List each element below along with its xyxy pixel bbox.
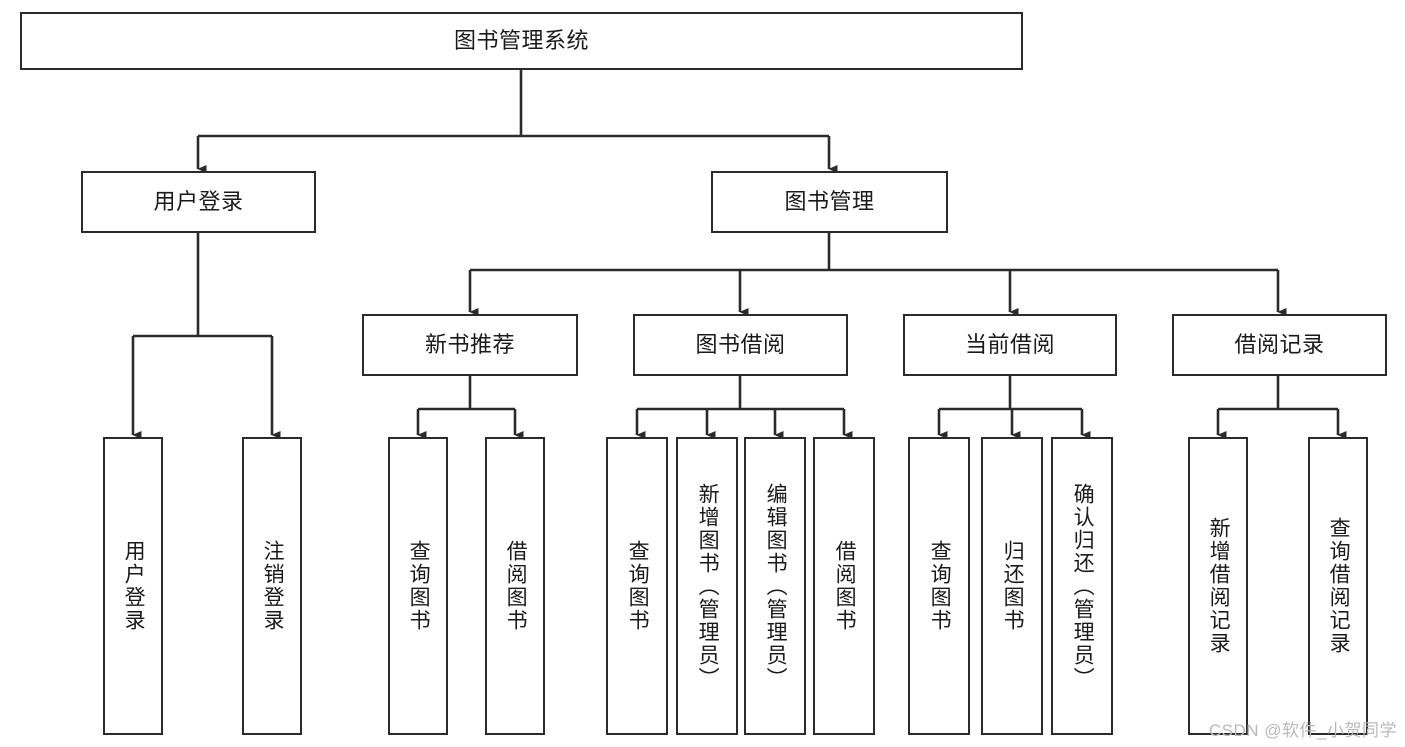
node-leaf-borrow-book-rec[interactable]: 借阅图书	[485, 437, 545, 735]
node-leaf-user-logout[interactable]: 注销登录	[242, 437, 302, 735]
node-leaf-add-borrow-record[interactable]: 新增借阅记录	[1188, 437, 1248, 735]
node-root-label: 图书管理系统	[453, 28, 589, 54]
node-leaf-query-book-borrow[interactable]: 查询图书	[606, 437, 668, 735]
node-leaf-user-logout-label: 注销登录	[261, 540, 285, 632]
node-user-login-label: 用户登录	[153, 189, 244, 215]
node-leaf-query-book-current-label: 查询图书	[928, 540, 952, 632]
node-leaf-confirm-return-admin-label: 确认归还（管理员）	[1071, 482, 1095, 690]
node-leaf-add-borrow-record-label: 新增借阅记录	[1207, 517, 1231, 655]
node-book-borrow-label: 图书借阅	[695, 332, 786, 358]
node-book-borrow[interactable]: 图书借阅	[633, 314, 848, 376]
node-leaf-user-login[interactable]: 用户登录	[103, 437, 163, 735]
node-current-borrow[interactable]: 当前借阅	[903, 314, 1117, 376]
node-leaf-borrow-book[interactable]: 借阅图书	[813, 437, 875, 735]
node-leaf-return-book-label: 归还图书	[1001, 540, 1025, 632]
node-leaf-borrow-book-rec-label: 借阅图书	[504, 540, 528, 632]
node-new-book-recommend-label: 新书推荐	[424, 332, 515, 358]
node-leaf-return-book[interactable]: 归还图书	[981, 437, 1043, 735]
node-leaf-query-book-current[interactable]: 查询图书	[908, 437, 970, 735]
node-current-borrow-label: 当前借阅	[964, 332, 1055, 358]
node-leaf-confirm-return-admin[interactable]: 确认归还（管理员）	[1051, 437, 1113, 735]
node-leaf-add-book-admin-label: 新增图书（管理员）	[696, 482, 720, 690]
node-leaf-query-book-rec-label: 查询图书	[407, 540, 431, 632]
node-leaf-query-book-borrow-label: 查询图书	[626, 540, 650, 632]
node-leaf-user-login-label: 用户登录	[122, 540, 146, 632]
node-book-manage-label: 图书管理	[784, 189, 875, 215]
node-leaf-borrow-book-label: 借阅图书	[833, 540, 857, 632]
node-new-book-recommend[interactable]: 新书推荐	[362, 314, 578, 376]
node-leaf-query-borrow-record[interactable]: 查询借阅记录	[1308, 437, 1368, 735]
csdn-watermark: CSDN @软件_小贺同学	[1208, 721, 1397, 740]
node-root[interactable]: 图书管理系统	[20, 12, 1023, 70]
node-leaf-query-borrow-record-label: 查询借阅记录	[1327, 517, 1351, 655]
node-leaf-edit-book-admin[interactable]: 编辑图书（管理员）	[744, 437, 806, 735]
node-leaf-edit-book-admin-label: 编辑图书（管理员）	[764, 482, 788, 690]
node-borrow-record-label: 借阅记录	[1234, 332, 1325, 358]
node-user-login[interactable]: 用户登录	[81, 171, 316, 233]
node-book-manage[interactable]: 图书管理	[711, 171, 948, 233]
node-leaf-add-book-admin[interactable]: 新增图书（管理员）	[676, 437, 738, 735]
node-leaf-query-book-rec[interactable]: 查询图书	[388, 437, 448, 735]
node-borrow-record[interactable]: 借阅记录	[1172, 314, 1387, 376]
